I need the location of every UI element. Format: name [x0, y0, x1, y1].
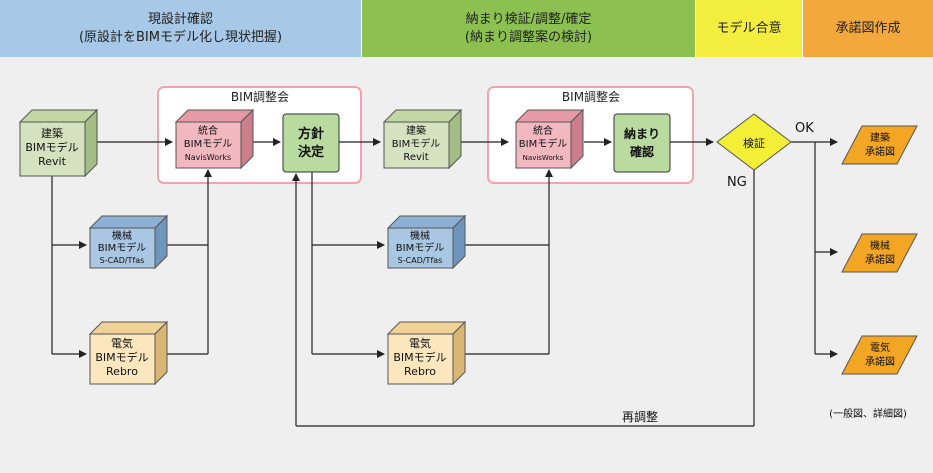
box-arch-model-2-line1: 建築	[406, 124, 426, 137]
box-mech-model-2-line3: S-CAD/Tfas	[398, 256, 443, 265]
box-elec-model-1-line2: BIMモデル	[95, 350, 148, 364]
header-current-design-title: 現設計確認	[147, 11, 213, 27]
box-integrated-model-2: 統合 BIMモデル NavisWorks	[514, 108, 585, 170]
box-mech-model-1-line1: 機械	[112, 229, 132, 242]
verify-label: 検証	[743, 136, 765, 150]
output-elec-drawing: 電気 承諾図	[841, 335, 918, 375]
box-mech-model-2: 機械 BIMモデル S-CAD/Tfas	[386, 214, 467, 270]
box-integrated-model-1-line3: NavisWorks	[185, 153, 231, 162]
bim-meeting-right-label: BIM調整会	[562, 89, 620, 104]
output-mech-line2: 承諾図	[865, 253, 895, 266]
header-current-design-subtitle: (原設計をBIMモデル化し現状把握)	[78, 29, 283, 45]
box-elec-model-1: 電気 BIMモデル Rebro	[88, 320, 169, 386]
policy-decision-line1: 方針	[298, 126, 324, 142]
header-review-title: 納まり検証/調整/確定	[465, 11, 592, 27]
bim-meeting-left-label: BIM調整会	[231, 89, 289, 104]
box-arch-model-2-line3: Revit	[403, 152, 428, 163]
header-review: 納まり検証/調整/確定 (納まり調整案の検討)	[362, 0, 696, 57]
header-review-subtitle: (納まり調整案の検討)	[464, 29, 593, 45]
output-mech-drawing: 機械 承諾図	[841, 233, 918, 273]
box-mech-model-1-line2: BIMモデル	[98, 241, 146, 254]
box-mech-model-2-line1: 機械	[410, 229, 430, 242]
box-arch-model-2-line2: BIMモデル	[392, 137, 440, 150]
box-arch-model-1-line1: 建築	[41, 126, 63, 140]
ng-label: NG	[727, 175, 747, 190]
box-arch-model-1: 建築 BIMモデル Revit	[18, 108, 99, 178]
output-elec-line2: 承諾図	[865, 355, 895, 368]
header-agreement-title: モデル合意	[716, 20, 782, 36]
verify-diamond: 検証	[716, 113, 792, 171]
output-elec-line1: 電気	[870, 341, 890, 354]
output-arch-line2: 承諾図	[865, 145, 895, 158]
box-mech-model-1-line3: S-CAD/Tfas	[100, 256, 145, 265]
box-integrated-model-1-line2: BIMモデル	[184, 137, 232, 150]
box-integrated-model-2-line1: 統合	[533, 124, 553, 137]
connectors	[51, 138, 838, 427]
fit-check-line2: 確認	[630, 144, 654, 159]
header-current-design: 現設計確認 (原設計をBIMモデル化し現状把握)	[0, 0, 362, 57]
header-drawings-title: 承諾図作成	[835, 20, 901, 36]
ok-label: OK	[795, 121, 814, 136]
policy-decision-line2: 決定	[298, 144, 324, 160]
box-integrated-model-1: 統合 BIMモデル NavisWorks	[174, 108, 255, 170]
box-integrated-model-2-line3: NavisWorks	[523, 154, 564, 162]
output-arch-drawing: 建築 承諾図	[841, 125, 918, 165]
box-elec-model-2-line1: 電気	[409, 336, 431, 350]
box-elec-model-1-line1: 電気	[111, 336, 133, 350]
header-agreement: モデル合意	[696, 0, 803, 57]
output-note: (一般図、詳細図)	[829, 407, 907, 420]
fit-check-line1: 納まり	[624, 126, 660, 141]
box-arch-model-1-line2: BIMモデル	[25, 140, 78, 154]
output-arch-line1: 建築	[870, 131, 890, 144]
box-elec-model-2-line3: Rebro	[404, 365, 436, 378]
box-elec-model-1-line3: Rebro	[106, 365, 138, 378]
box-arch-model-2: 建築 BIMモデル Revit	[382, 108, 463, 170]
output-mech-line1: 機械	[870, 239, 890, 252]
box-elec-model-2: 電気 BIMモデル Rebro	[386, 320, 467, 386]
header-drawings: 承諾図作成	[803, 0, 933, 57]
box-integrated-model-1-line1: 統合	[198, 124, 218, 137]
flow-diagram: BIM調整会 BIM調整会	[18, 86, 918, 427]
policy-decision-box: 方針 決定	[282, 113, 340, 173]
box-mech-model-2-line2: BIMモデル	[396, 241, 444, 254]
box-arch-model-1-line3: Revit	[38, 155, 66, 168]
box-integrated-model-2-line2: BIMモデル	[519, 137, 567, 150]
box-mech-model-1: 機械 BIMモデル S-CAD/Tfas	[88, 214, 169, 270]
fit-check-box: 納まり 確認	[613, 113, 671, 173]
readjust-label: 再調整	[622, 409, 658, 424]
box-elec-model-2-line2: BIMモデル	[393, 350, 446, 364]
